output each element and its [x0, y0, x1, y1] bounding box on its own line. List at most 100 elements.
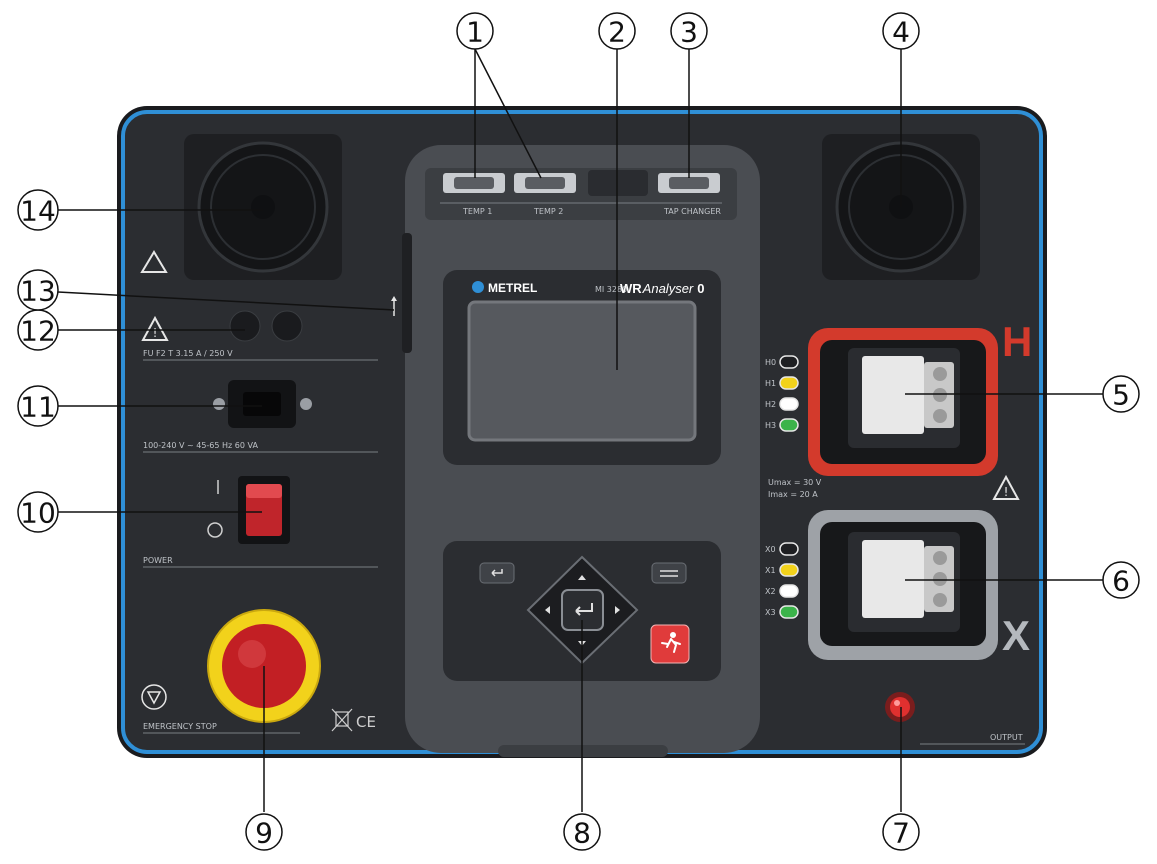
usb-port[interactable]: [402, 233, 412, 353]
x-connector[interactable]: [808, 510, 998, 660]
emergency-stop-icon: [141, 684, 167, 710]
options-button[interactable]: [651, 562, 687, 584]
h3-led: [779, 418, 799, 432]
metrel-logo-icon: [472, 281, 484, 293]
callout-12: 12: [17, 309, 59, 351]
emergency-stop-label: EMERGENCY STOP: [143, 722, 217, 731]
h2-label: H2: [765, 400, 776, 409]
callout-10: 10: [17, 491, 59, 533]
callout-1: 1: [456, 12, 494, 50]
callout-4: 4: [882, 12, 920, 50]
x2-label: X2: [765, 587, 776, 596]
callout-2: 2: [598, 12, 636, 50]
callout-leaders: [57, 48, 1103, 812]
leader-1b: [474, 48, 542, 179]
callout-1-number: 1: [466, 16, 484, 49]
x3-led: [779, 605, 799, 619]
fuse-2[interactable]: [271, 310, 303, 342]
callout-7-number: 7: [892, 817, 910, 850]
leader-13: [57, 291, 395, 311]
voltage-limit-label: Umax = 30 V: [768, 478, 822, 487]
right-arrow-icon[interactable]: [615, 606, 620, 614]
housing-foot: [498, 745, 668, 757]
h0-led: [779, 355, 799, 369]
h1-led: [779, 376, 799, 390]
callout-9-number: 9: [255, 817, 273, 850]
enter-icon: [575, 603, 593, 616]
h3-label: H3: [765, 421, 776, 430]
model-name-bold: WR: [620, 281, 642, 296]
run-test-button[interactable]: [650, 624, 690, 664]
power-off-mark-icon: [207, 522, 223, 538]
callout-13-number: 13: [20, 275, 56, 308]
temp2-label: TEMP 2: [533, 207, 563, 216]
mains-inlet[interactable]: [213, 380, 312, 428]
callout-3: 3: [670, 12, 708, 50]
svg-text:!: !: [153, 326, 158, 340]
x-letter: X: [1002, 612, 1030, 659]
x3-label: X3: [765, 608, 776, 617]
callout-7: 7: [882, 813, 920, 851]
callout-11: 11: [17, 385, 59, 427]
callout-6: 6: [1102, 561, 1140, 599]
h2-led: [779, 397, 799, 411]
back-button[interactable]: [479, 562, 515, 584]
fuse-rating-label: FU F2 T 3.15 A / 250 V: [143, 349, 233, 358]
callout-14-number: 14: [20, 195, 56, 228]
left-arrow-icon[interactable]: [545, 606, 550, 614]
ce-mark: CE: [356, 713, 376, 731]
temp1-label: TEMP 1: [462, 207, 492, 216]
brand-label: METREL: [488, 281, 537, 295]
x-terminal-leds: [779, 542, 799, 619]
usb-icon: [391, 296, 397, 316]
output-warning-icon: !: [992, 474, 1020, 500]
x2-led: [779, 584, 799, 598]
output-indicator-lamp: [885, 692, 915, 722]
output-label: OUTPUT: [990, 733, 1023, 742]
x0-label: X0: [765, 545, 776, 554]
model-name-rest: Analyser: [642, 281, 694, 296]
tap-changer-connector[interactable]: [658, 173, 720, 193]
x1-led: [779, 563, 799, 577]
callout-11-number: 11: [20, 391, 56, 424]
up-arrow-icon[interactable]: [578, 575, 586, 580]
callout-6-number: 6: [1112, 565, 1130, 598]
callout-12-number: 12: [20, 315, 56, 348]
tap-changer-label: TAP CHANGER: [663, 207, 721, 216]
left-fan-icon: [184, 134, 342, 280]
temp2-connector[interactable]: [514, 173, 576, 193]
callout-4-number: 4: [892, 16, 910, 49]
callout-9: 9: [245, 813, 283, 851]
lcd-screen[interactable]: [467, 300, 697, 442]
callout-5: 5: [1102, 375, 1140, 413]
power-rating-label: 100-240 V ~ 45-65 Hz 60 VA: [143, 441, 258, 450]
x0-led: [779, 542, 799, 556]
callout-2-number: 2: [608, 16, 626, 49]
callout-10-number: 10: [20, 497, 56, 530]
model-code: MI 3280: [595, 285, 627, 294]
callout-8-number: 8: [573, 817, 591, 850]
fuse-1[interactable]: [229, 310, 261, 342]
callout-8: 8: [563, 813, 601, 851]
callout-13: 13: [17, 269, 59, 311]
svg-text:!: !: [1004, 485, 1009, 499]
h1-label: H1: [765, 379, 776, 388]
callout-14: 14: [17, 189, 59, 231]
model-suffix: 0: [697, 281, 704, 296]
hot-surface-warning-icon: [140, 250, 168, 273]
connector-blank-cover: [588, 170, 648, 196]
weee-bin-icon: [331, 708, 353, 732]
callout-5-number: 5: [1112, 379, 1130, 412]
power-switch[interactable]: [238, 476, 290, 544]
current-limit-label: Imax = 20 A: [768, 490, 818, 499]
x1-label: X1: [765, 566, 776, 575]
fuse-warning-icon: !: [141, 315, 169, 341]
runner-icon: [670, 632, 676, 638]
h-terminal-leds: [779, 355, 799, 432]
temp1-connector[interactable]: [443, 173, 505, 193]
h0-label: H0: [765, 358, 776, 367]
h-connector[interactable]: [808, 328, 998, 476]
power-label: POWER: [143, 556, 173, 565]
